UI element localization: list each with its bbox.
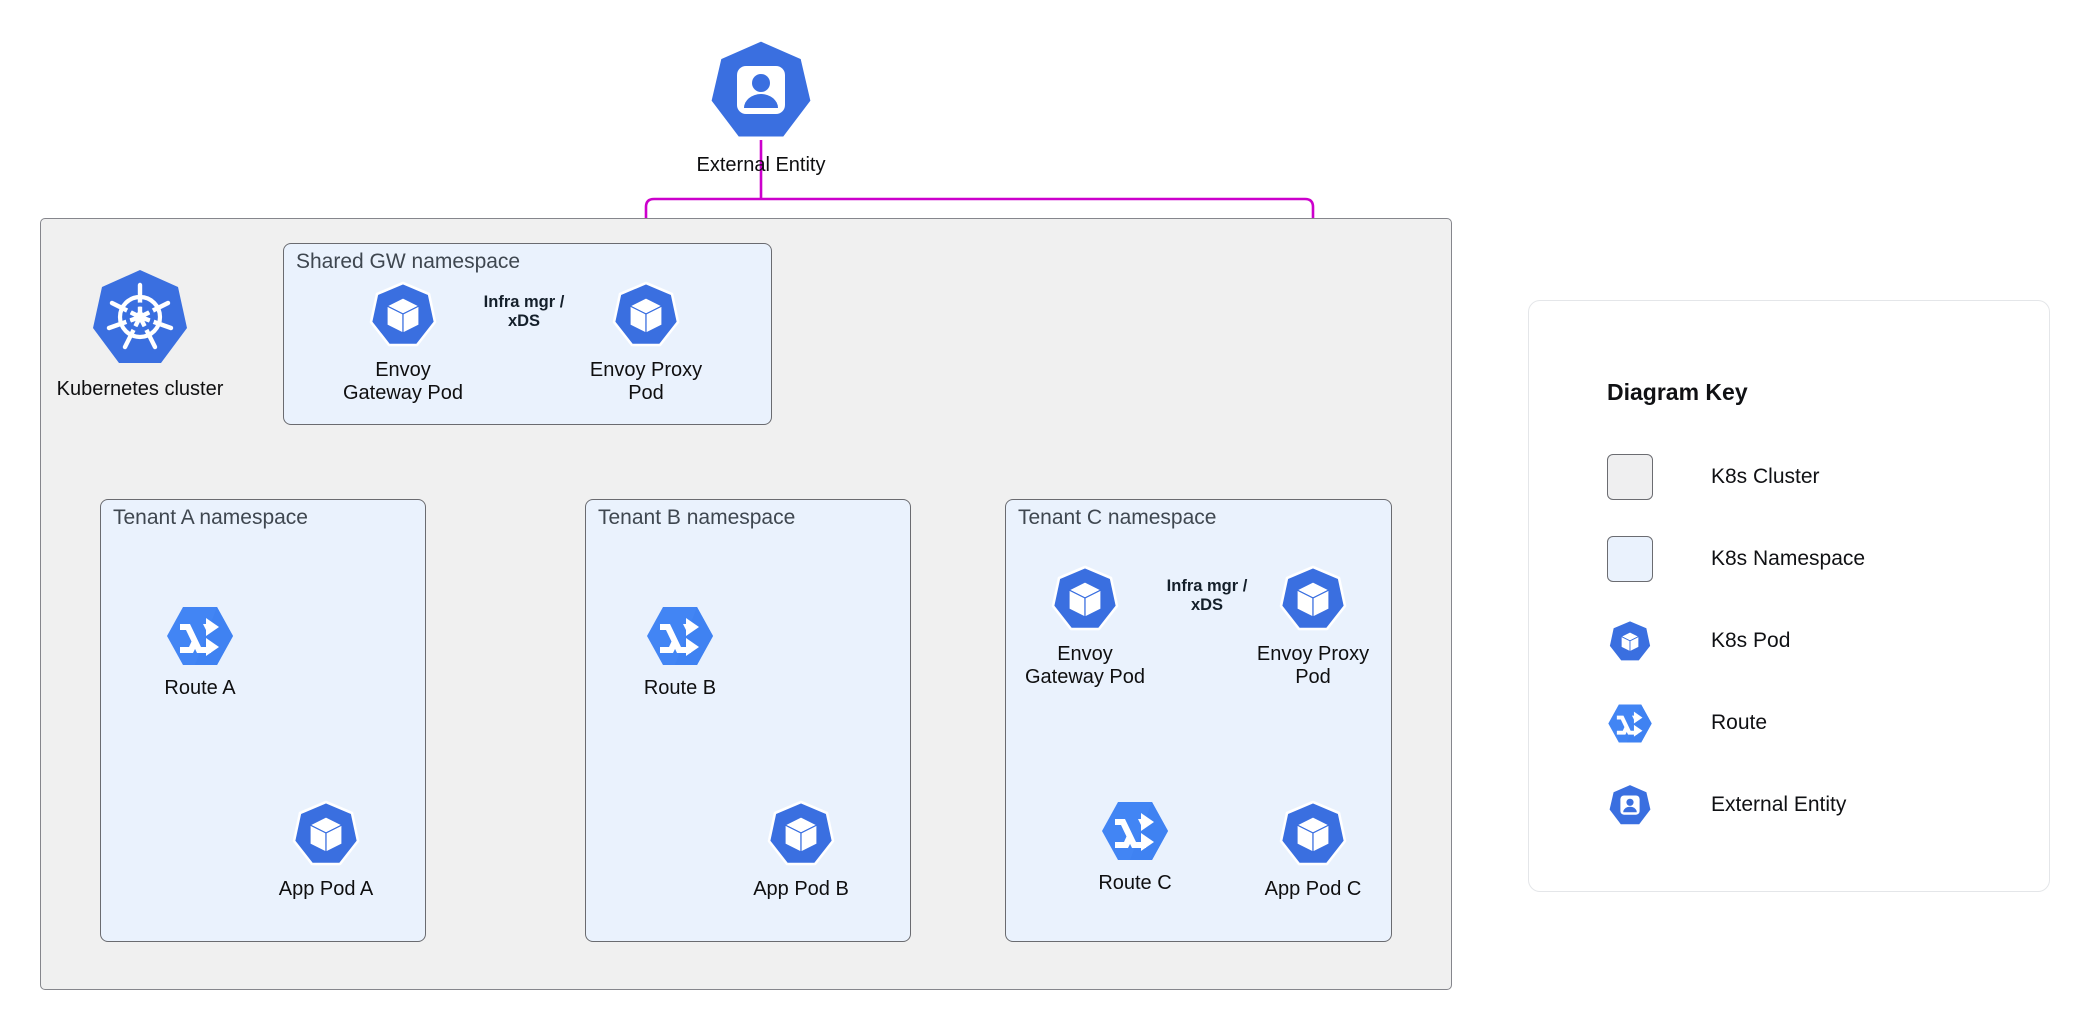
k8s-pod-icon [368, 281, 438, 354]
node-label-route-c: Route C [1098, 872, 1172, 894]
node-label-envoy-gateway-pod-shared: Envoy Gateway Pod [342, 359, 464, 405]
legend-label-external-entity: External Entity [1711, 793, 1847, 816]
node-route-c[interactable]: Route C [1045, 800, 1225, 895]
legend-item-external-entity: External Entity [1607, 777, 1846, 833]
legend-label-route: Route [1711, 711, 1768, 734]
legend-label-k8s-namespace: K8s Namespace [1711, 547, 1866, 570]
k8s-pod-icon [1278, 800, 1348, 873]
diagram-key-panel: Diagram Key K8s Cluster K8s Namespace [1528, 300, 2050, 892]
namespace-box-tenant-b: Tenant B namespace [585, 499, 911, 942]
namespace-box-tenant-a: Tenant A namespace [100, 499, 426, 942]
kubernetes-helm-icon [89, 268, 191, 373]
node-label-external-entity: External Entity [696, 154, 826, 176]
node-app-pod-a[interactable]: App Pod A [236, 800, 416, 901]
node-route-a[interactable]: Route A [110, 605, 290, 700]
k8s-pod-icon [291, 800, 361, 873]
node-label-route-b: Route B [643, 677, 717, 699]
node-external-entity[interactable]: External Entity [671, 38, 851, 177]
node-envoy-gateway-pod-shared[interactable]: Envoy Gateway Pod [313, 281, 493, 406]
namespace-title-shared-gw: Shared GW namespace [296, 250, 521, 273]
k8s-pod-icon [1607, 618, 1653, 664]
legend-item-k8s-pod: K8s Pod [1607, 613, 1790, 669]
node-label-envoy-proxy-pod-shared: Envoy Proxy Pod [589, 359, 703, 405]
node-envoy-proxy-pod-c[interactable]: Envoy Proxy Pod [1223, 565, 1403, 690]
external-entity-icon [706, 38, 816, 149]
node-app-pod-b[interactable]: App Pod B [711, 800, 891, 901]
diagram-key-title: Diagram Key [1607, 379, 1748, 405]
route-icon [1100, 800, 1170, 867]
namespace-title-tenant-c: Tenant C namespace [1018, 506, 1217, 529]
legend-label-k8s-cluster: K8s Cluster [1711, 465, 1820, 488]
node-envoy-proxy-pod-shared[interactable]: Envoy Proxy Pod [556, 281, 736, 406]
external-entity-icon [1607, 782, 1653, 828]
node-envoy-gateway-pod-c[interactable]: Envoy Gateway Pod [995, 565, 1175, 690]
namespace-swatch-icon [1607, 536, 1653, 582]
legend-item-k8s-namespace: K8s Namespace [1607, 531, 1865, 587]
edge-label-infra-mgr-xds-tenant-c: Infra mgr / xDS [1166, 577, 1248, 615]
node-label-route-a: Route A [164, 677, 236, 699]
node-route-b[interactable]: Route B [590, 605, 770, 700]
k8s-pod-icon [766, 800, 836, 873]
edge-label-infra-mgr-xds-shared: Infra mgr / xDS [483, 293, 565, 331]
node-kubernetes-cluster: Kubernetes cluster [50, 268, 230, 401]
route-icon [645, 605, 715, 672]
node-label-envoy-gateway-pod-c: Envoy Gateway Pod [1024, 643, 1146, 689]
legend-item-route: Route [1607, 695, 1767, 751]
node-label-kubernetes-cluster: Kubernetes cluster [56, 378, 224, 400]
node-label-envoy-proxy-pod-c: Envoy Proxy Pod [1256, 643, 1370, 689]
node-label-app-pod-c: App Pod C [1264, 878, 1362, 900]
node-label-app-pod-a: App Pod A [278, 878, 374, 900]
legend-label-k8s-pod: K8s Pod [1711, 629, 1791, 652]
route-icon [165, 605, 235, 672]
k8s-pod-icon [1050, 565, 1120, 638]
node-app-pod-c[interactable]: App Pod C [1223, 800, 1403, 901]
namespace-title-tenant-b: Tenant B namespace [598, 506, 796, 529]
route-icon [1607, 700, 1653, 746]
namespace-box-shared-gw: Shared GW namespace [283, 243, 772, 425]
node-label-app-pod-b: App Pod B [753, 878, 849, 900]
namespace-title-tenant-a: Tenant A namespace [113, 506, 308, 529]
cluster-swatch-icon [1607, 454, 1653, 500]
k8s-pod-icon [1278, 565, 1348, 638]
k8s-pod-icon [611, 281, 681, 354]
legend-item-k8s-cluster: K8s Cluster [1607, 449, 1820, 505]
